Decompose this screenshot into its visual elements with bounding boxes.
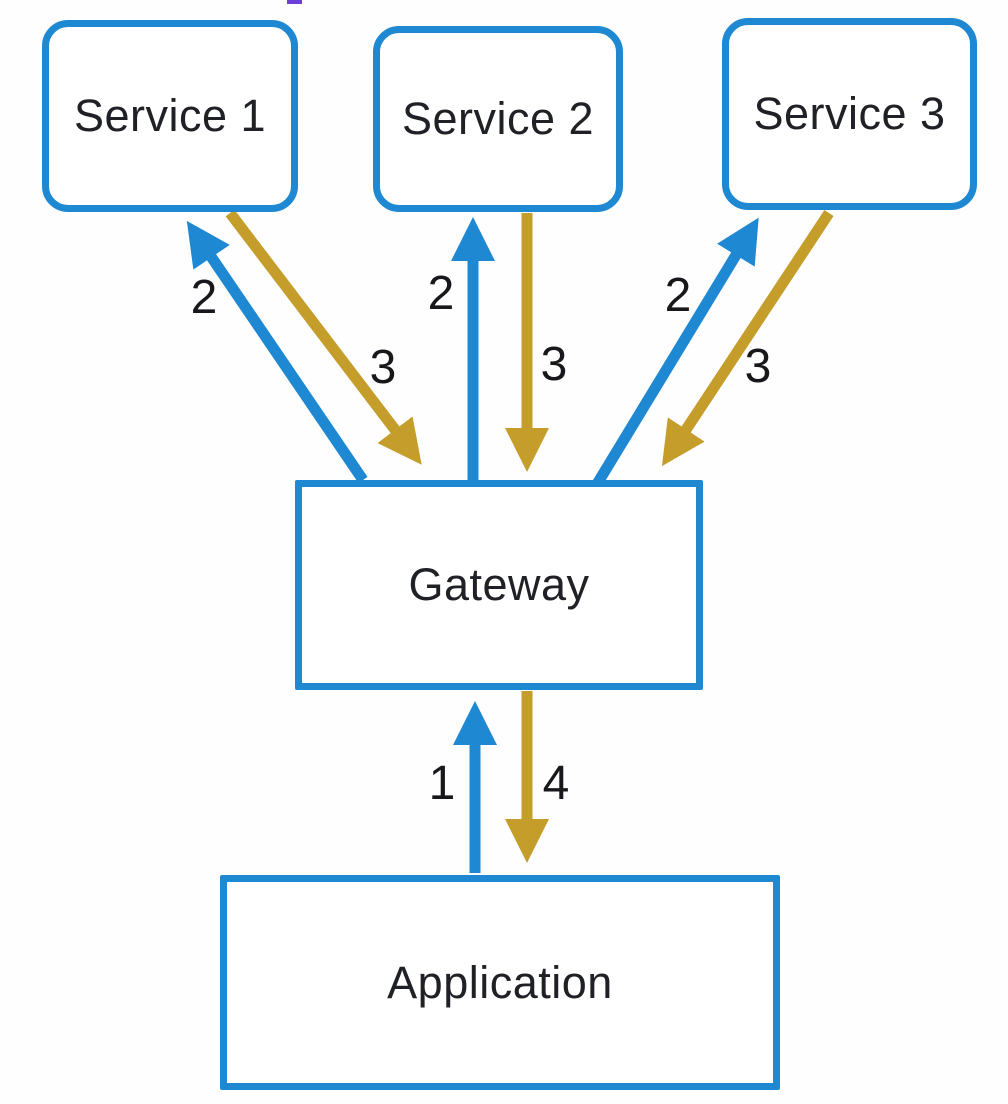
step-label-3-service2-to-gateway: 3	[540, 338, 568, 391]
link-underline-fragment	[287, 0, 302, 4]
step-label-2-gateway-to-service3: 2	[664, 269, 692, 322]
step-label-2-gateway-to-service1: 2	[190, 271, 218, 324]
node-application-label: Application	[387, 956, 613, 1008]
node-service3: Service 3	[722, 18, 977, 210]
arrow-service3-to-gateway	[661, 209, 834, 467]
arrow-gateway-to-service1	[186, 220, 368, 484]
node-gateway-label: Gateway	[408, 559, 590, 610]
step-label-3-service1-to-gateway: 3	[369, 341, 397, 394]
step-label-1-application-to-gateway: 1	[428, 757, 456, 810]
step-label-2-gateway-to-service2: 2	[427, 267, 455, 320]
node-service2-label: Service 2	[401, 93, 595, 144]
step-label-3-service3-to-gateway: 3	[744, 340, 772, 393]
node-gateway: Gateway	[295, 480, 703, 690]
node-service1-label: Service 1	[73, 90, 267, 141]
step-label-4-gateway-to-application: 4	[542, 757, 570, 810]
node-application: Application	[220, 875, 780, 1090]
node-service1: Service 1	[42, 20, 298, 212]
node-service2: Service 2	[373, 26, 623, 212]
node-service3-label: Service 3	[753, 88, 946, 139]
arrow-service1-to-gateway	[225, 209, 422, 465]
arrow-gateway-to-service3	[592, 217, 759, 487]
